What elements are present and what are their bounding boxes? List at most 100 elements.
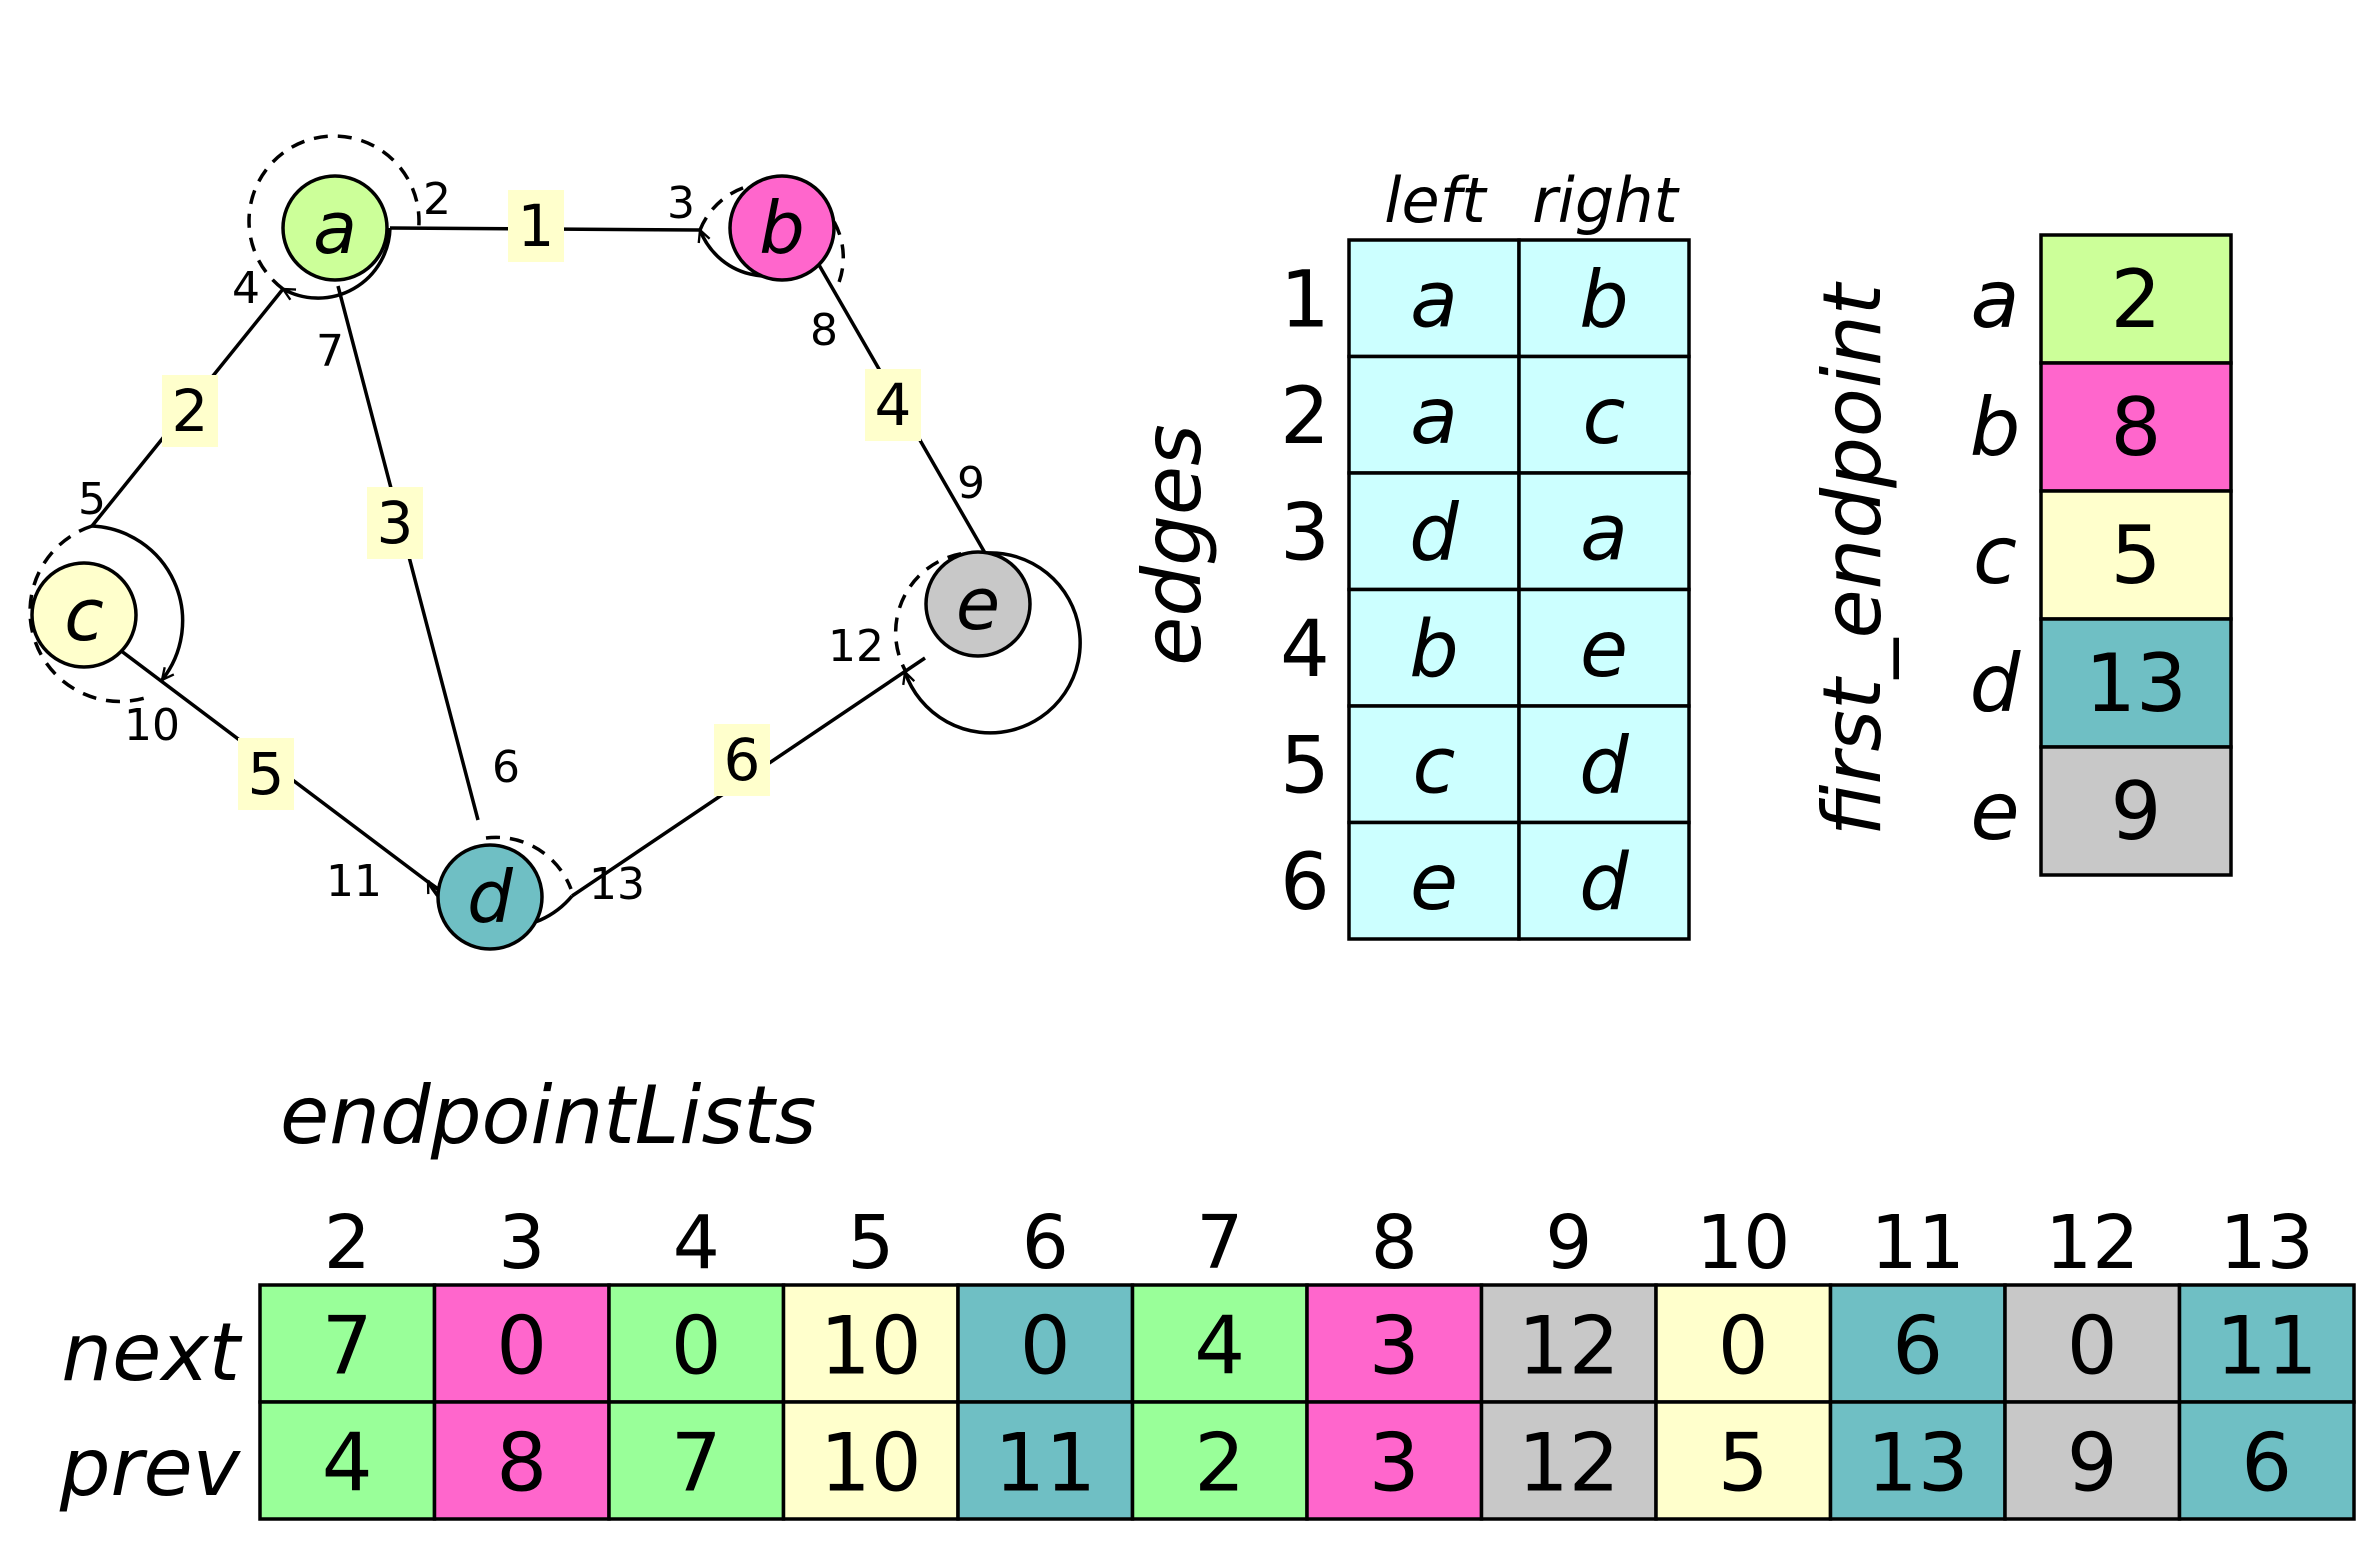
node-b[interactable] bbox=[728, 174, 836, 282]
endpoint-index: 12 bbox=[2045, 1200, 2139, 1286]
endpoint-numbers: 2 3 4 5 6 7 8 9 10 11 12 13 bbox=[78, 174, 985, 910]
arc-a bbox=[283, 227, 392, 298]
first-endpoint-title: first_endpoint bbox=[1806, 281, 1899, 836]
dashed-arc-c bbox=[28, 524, 149, 704]
endpoint-number-6: 6 bbox=[492, 742, 520, 793]
endpoint-index: 5 bbox=[847, 1200, 894, 1286]
edge-label-4: 4 bbox=[875, 371, 912, 439]
endpoint-index: 13 bbox=[2220, 1200, 2314, 1286]
edges-cell-left-value: c bbox=[1413, 721, 1456, 811]
endpoint-prev-value: 3 bbox=[1369, 1417, 1420, 1510]
node-a[interactable] bbox=[281, 174, 389, 282]
endpoint-prev-cell-11 bbox=[1828, 1400, 2007, 1521]
endpoint-next-cell-10 bbox=[1654, 1283, 1833, 1404]
edges-row-index: 6 bbox=[1280, 838, 1330, 928]
endpoint-next-value: 0 bbox=[2067, 1300, 2118, 1393]
endpoint-prev-cell-13 bbox=[2177, 1400, 2356, 1521]
endpoint-next-cell-11 bbox=[1828, 1283, 2007, 1404]
first-endpoint-vertex: b bbox=[1970, 381, 2021, 474]
node-c[interactable] bbox=[30, 561, 138, 669]
edge-label-5: 5 bbox=[248, 740, 285, 808]
edge-label-boxes bbox=[162, 190, 921, 810]
endpoint-prev-value: 11 bbox=[994, 1417, 1096, 1510]
endpoint-prev-value: 8 bbox=[496, 1417, 547, 1510]
dashed-arc-a bbox=[247, 134, 421, 291]
edges-cell-right-6 bbox=[1517, 820, 1691, 941]
endpoint-number-5: 5 bbox=[78, 474, 106, 525]
edge-label-box-2 bbox=[162, 375, 218, 447]
edges-row-index: 3 bbox=[1280, 488, 1330, 578]
endpoint-prev-cell-10 bbox=[1654, 1400, 1833, 1521]
edges-col-right: right bbox=[1532, 164, 1680, 237]
edge-label-box-3 bbox=[367, 487, 423, 559]
endpoint-prev-value: 7 bbox=[671, 1417, 722, 1510]
edges-row-index: 2 bbox=[1280, 372, 1330, 462]
endpoint-prev-cell-3 bbox=[432, 1400, 611, 1521]
endpoint-next-cell-6 bbox=[956, 1283, 1135, 1404]
endpoint-prev-value: 5 bbox=[1718, 1417, 1769, 1510]
endpoint-lists-title: endpointLists bbox=[280, 1069, 816, 1162]
first-endpoint-vertex: a bbox=[1970, 253, 2019, 346]
edges-cell-left-value: e bbox=[1410, 838, 1458, 928]
edge-label-3: 3 bbox=[377, 489, 414, 557]
first-endpoint-vertex: c bbox=[1973, 509, 2017, 602]
endpoint-next-value: 6 bbox=[1892, 1300, 1943, 1393]
endpoint-prev-cell-9 bbox=[1479, 1400, 1658, 1521]
graph-node-labels: a b c d e bbox=[64, 186, 1000, 939]
node-e-label: e bbox=[956, 562, 1000, 646]
node-a-label: a bbox=[313, 186, 357, 270]
edge-label-box-6 bbox=[714, 724, 770, 796]
endpoint-next-cell-2 bbox=[258, 1283, 437, 1404]
endpoint-index: 8 bbox=[1371, 1200, 1418, 1286]
endpoint-next-cell-13 bbox=[2177, 1283, 2356, 1404]
endpoint-prev-value: 13 bbox=[1867, 1417, 1969, 1510]
endpoint-number-10: 10 bbox=[124, 700, 180, 751]
endpoint-next-value: 11 bbox=[2216, 1300, 2318, 1393]
edge-label-box-4 bbox=[865, 369, 921, 441]
endpoint-next-value: 0 bbox=[1718, 1300, 1769, 1393]
edges-cell-right-4 bbox=[1517, 587, 1691, 708]
graph-nodes bbox=[30, 174, 1032, 951]
first-endpoint-value: 5 bbox=[2111, 509, 2162, 602]
node-d[interactable] bbox=[436, 843, 544, 951]
first-endpoint-value: 2 bbox=[2111, 253, 2162, 346]
endpoint-number-9: 9 bbox=[957, 458, 985, 509]
endpoint-index: 4 bbox=[673, 1200, 720, 1286]
endpoint-number-7: 7 bbox=[316, 326, 344, 377]
graph-edges bbox=[90, 226, 987, 902]
endpoint-prev-cell-8 bbox=[1305, 1400, 1484, 1521]
edges-cell-left-value: d bbox=[1409, 488, 1459, 578]
endpoint-number-2: 2 bbox=[423, 174, 451, 225]
edges-cell-right-value: c bbox=[1583, 372, 1626, 462]
edges-cell-left-5 bbox=[1347, 704, 1521, 825]
edges-cell-right-value: d bbox=[1579, 838, 1629, 928]
edges-cell-left-value: a bbox=[1410, 372, 1458, 462]
endpoint-number-11: 11 bbox=[326, 856, 382, 907]
endpoint-number-8: 8 bbox=[810, 305, 838, 356]
edge-label-6: 6 bbox=[724, 726, 761, 794]
graph: a b c d e 1 2 3 4 5 6 2 3 4 5 bbox=[28, 134, 1082, 951]
arc-c bbox=[91, 524, 185, 680]
endpoint-next-value: 10 bbox=[820, 1300, 922, 1393]
edge-label-2: 2 bbox=[172, 377, 209, 445]
endpoint-next-cell-8 bbox=[1305, 1283, 1484, 1404]
edges-col-left: left bbox=[1384, 164, 1488, 237]
edges-cell-right-value: a bbox=[1580, 488, 1628, 578]
node-c-label: c bbox=[64, 573, 104, 657]
endpoint-prev-value: 10 bbox=[820, 1417, 922, 1510]
endpoint-lists-columns: 2743084075101060117428339121210051161312… bbox=[258, 1200, 2356, 1521]
endpoint-index: 2 bbox=[324, 1200, 371, 1286]
endpoint-next-value: 4 bbox=[1194, 1300, 1245, 1393]
edges-cell-left-3 bbox=[1347, 471, 1521, 592]
endpoint-index: 6 bbox=[1022, 1200, 1069, 1286]
node-b-label: b bbox=[759, 186, 805, 270]
edges-cell-left-6 bbox=[1347, 820, 1521, 941]
endpoint-lists-prev-label: prev bbox=[59, 1421, 242, 1514]
endpoint-prev-value: 4 bbox=[322, 1417, 373, 1510]
node-e[interactable] bbox=[924, 550, 1032, 658]
